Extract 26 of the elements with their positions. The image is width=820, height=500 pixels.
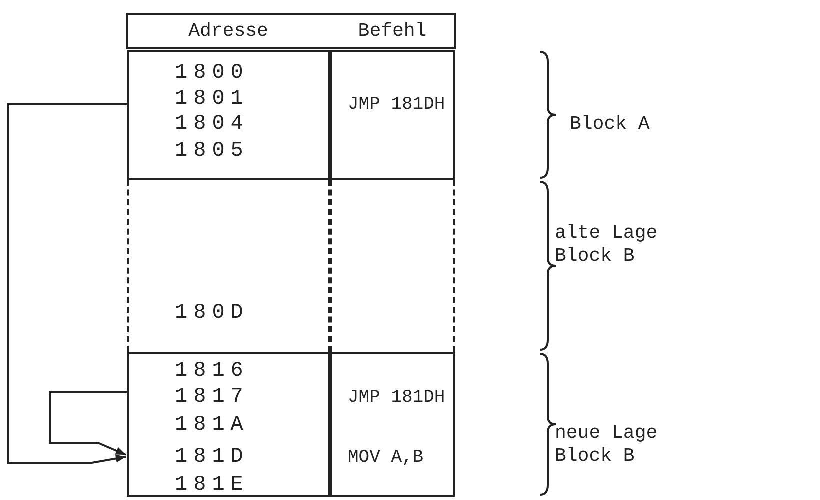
instruction-text: JMP 181DH — [348, 387, 446, 410]
address-text: 1816 — [175, 360, 250, 384]
address-cell — [127, 50, 330, 180]
address-text: 180D — [175, 302, 250, 326]
address-text: 1800 — [175, 62, 250, 86]
address-text: 181D — [175, 446, 250, 470]
address-text: 1804 — [175, 113, 250, 137]
column-header: Adresse — [188, 20, 268, 42]
jump-arrow — [49, 391, 127, 456]
block-label: alte Lage Block B — [555, 222, 659, 268]
address-text: 1801 — [175, 88, 250, 112]
instruction-text: MOV A,B — [348, 447, 424, 470]
jump-arrow — [7, 103, 127, 464]
block-label: neue Lage Block B — [555, 422, 659, 468]
column-header: Befehl — [358, 20, 427, 42]
address-text: 181A — [175, 414, 250, 438]
block-label: Block A — [570, 113, 651, 136]
instruction-cell — [330, 352, 455, 497]
instruction-text: JMP 181DH — [348, 94, 446, 117]
address-cell — [127, 180, 330, 352]
address-text: 1817 — [175, 386, 250, 410]
address-text: 1805 — [175, 140, 250, 164]
instruction-cell — [330, 180, 455, 352]
instruction-cell — [330, 50, 455, 180]
address-cell — [127, 352, 330, 497]
address-text: 181E — [175, 474, 250, 498]
